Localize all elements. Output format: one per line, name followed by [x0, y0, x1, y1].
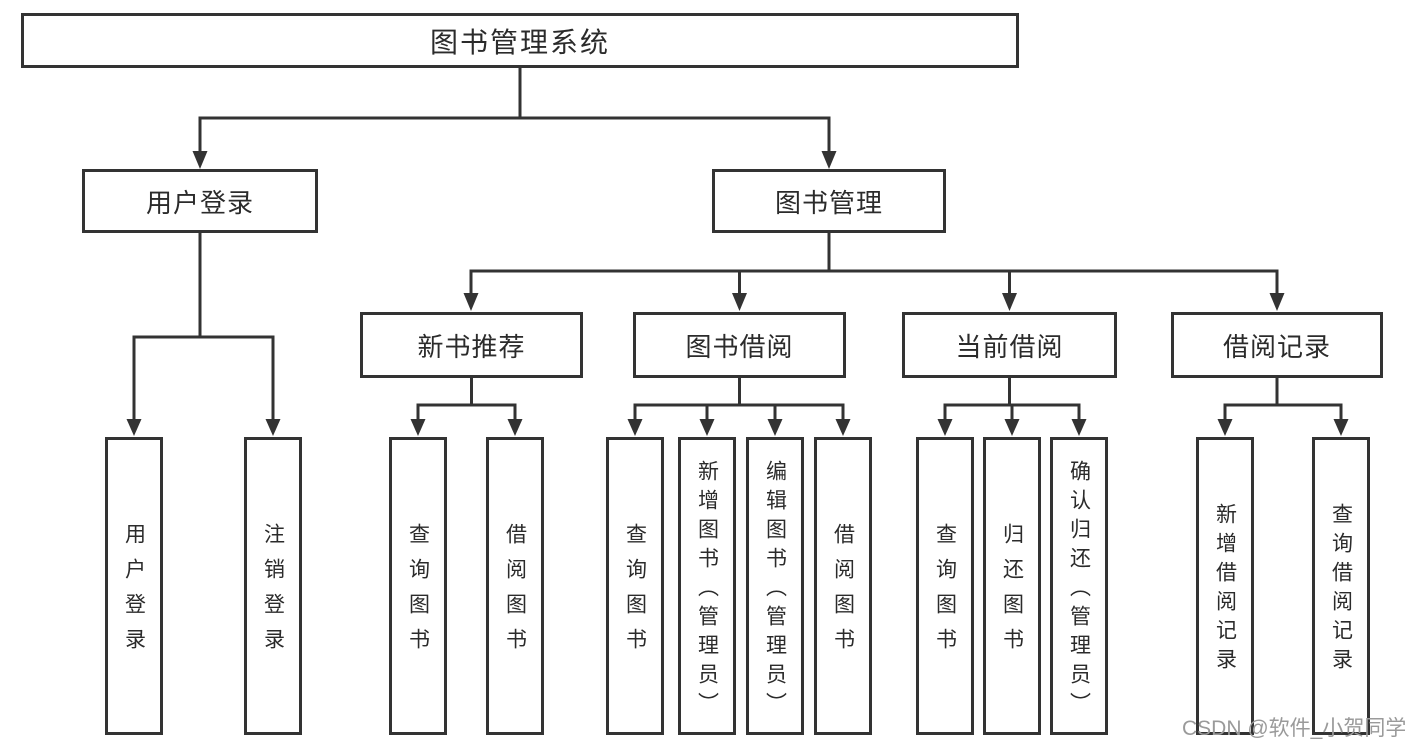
node-label: 编辑图书（管理员）: [763, 459, 787, 721]
node-label: 新书推荐: [417, 331, 526, 362]
connector-current-borrowing-children: [937, 377, 1087, 436]
node-book-borrowing: 图书借阅: [633, 312, 846, 378]
node-leaf-add-borrow-record: 新增借阅记录: [1196, 437, 1254, 735]
node-leaf-query-books-current: 查询图书: [916, 437, 974, 735]
node-leaf-confirm-return-admin: 确认归还（管理员）: [1050, 437, 1108, 735]
csdn-watermark: CSDN @软件_小贺同学: [1182, 717, 1405, 740]
node-label: 用户登录: [122, 523, 146, 663]
node-user-login: 用户登录: [82, 169, 318, 233]
connector-new-book-recommendation-children: [410, 377, 523, 436]
node-label: 查询图书: [933, 523, 957, 663]
connector-user-login-children: [126, 233, 281, 436]
node-label: 用户登录: [145, 187, 254, 218]
node-label: 查询借阅记录: [1329, 503, 1353, 677]
node-label: 查询图书: [623, 523, 647, 663]
node-label: 归还图书: [1000, 523, 1024, 663]
node-leaf-borrow-books-borrow: 借阅图书: [814, 437, 872, 735]
node-leaf-query-books-borrow: 查询图书: [606, 437, 664, 735]
connector-root-to-level2: [192, 68, 837, 169]
node-leaf-user-login: 用户登录: [105, 437, 163, 735]
node-leaf-add-books-admin: 新增图书（管理员）: [678, 437, 736, 735]
node-label: 借阅图书: [831, 523, 855, 663]
node-label: 当前借阅: [955, 331, 1064, 362]
node-label: 新增借阅记录: [1213, 503, 1237, 677]
node-label: 借阅图书: [503, 523, 527, 663]
connector-book-management-children: [463, 233, 1285, 311]
node-label: 图书管理: [774, 187, 883, 218]
node-library-management-system: 图书管理系统: [21, 13, 1019, 68]
node-label: 注销登录: [261, 523, 285, 663]
node-book-management: 图书管理: [712, 169, 946, 233]
node-leaf-query-borrow-record: 查询借阅记录: [1312, 437, 1370, 735]
node-leaf-edit-books-admin: 编辑图书（管理员）: [746, 437, 804, 735]
node-label: 确认归还（管理员）: [1067, 459, 1091, 721]
node-label: 新增图书（管理员）: [695, 459, 719, 721]
node-leaf-query-books-recommend: 查询图书: [389, 437, 447, 735]
connector-book-borrowing-children: [627, 377, 851, 436]
connector-borrowing-records-children: [1217, 377, 1349, 436]
node-label: 借阅记录: [1222, 331, 1331, 362]
node-borrowing-records: 借阅记录: [1171, 312, 1383, 378]
node-label: 图书借阅: [685, 331, 794, 362]
node-leaf-logout: 注销登录: [244, 437, 302, 735]
node-leaf-borrow-books-recommend: 借阅图书: [486, 437, 544, 735]
node-new-book-recommendation: 新书推荐: [360, 312, 583, 378]
node-label: 图书管理系统: [429, 26, 610, 58]
node-label: 查询图书: [406, 523, 430, 663]
node-leaf-return-books: 归还图书: [983, 437, 1041, 735]
node-current-borrowing: 当前借阅: [902, 312, 1117, 378]
